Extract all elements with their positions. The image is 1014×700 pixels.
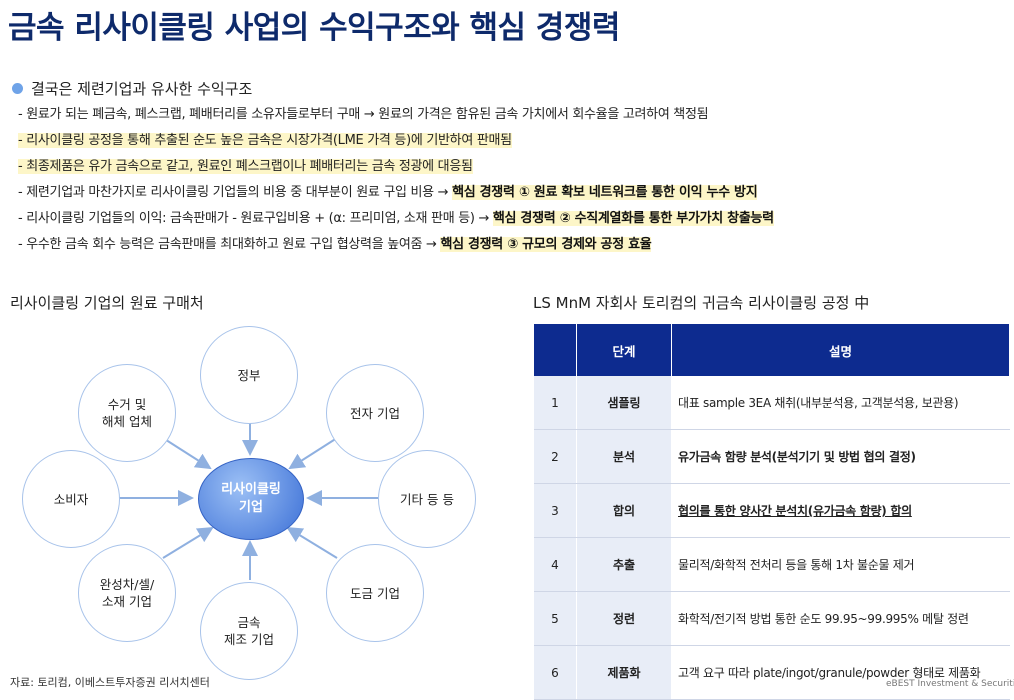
arrow-from-top-left (162, 437, 212, 470)
cell-no: 5 (534, 591, 577, 646)
cell-step: 제품화 (576, 645, 672, 700)
bullet-list: - 원료가 되는 폐금속, 폐스크랩, 폐배터리를 소유자들로부터 구매 → 원… (18, 104, 774, 260)
cell-no: 1 (534, 376, 577, 430)
diagram-title: 리사이클링 기업의 원료 구매처 (10, 294, 204, 312)
bullet-dot-icon (12, 83, 23, 94)
cell-desc: 화학적/전기적 방법 통한 순도 99.95~99.995% 메탈 정련 (671, 591, 1010, 646)
cell-step: 추출 (576, 537, 672, 592)
arrow-from-top-right (288, 437, 338, 470)
bullet-key-point: 핵심 경쟁력 ① 원료 확보 네트워크를 통한 이익 누수 방지 (452, 185, 758, 200)
arrow-from-bottom-right (286, 526, 338, 559)
header-no (534, 324, 577, 376)
node-automakers: 완성차/셀/ 소재 기업 (78, 544, 176, 642)
brand-footer: eBEST Investment & Securities (886, 679, 1014, 689)
cell-step: 정련 (576, 591, 672, 646)
node-collectors: 수거 및 해체 업체 (78, 364, 176, 462)
node-electronics: 전자 기업 (326, 364, 424, 462)
bullet-item: - 리사이클링 공정을 통해 추출된 순도 높은 금속은 시장가격(LME 가격… (18, 130, 774, 156)
bullet-text: - 최종제품은 유가 금속으로 같고, 원료인 폐스크랩이나 폐배터리는 금속 … (18, 159, 473, 174)
cell-no: 6 (534, 645, 577, 700)
node-plating: 도금 기업 (326, 544, 424, 642)
table-row: 4 추출 물리적/화학적 전처리 등을 통해 1차 불순물 제거 (534, 537, 1010, 592)
table-title: LS MnM 자회사 토리컴의 귀금속 리사이클링 공정 中 (533, 294, 870, 312)
bullet-item: - 리사이클링 기업들의 이익: 금속판매가 - 원료구입비용 + (α: 프리… (18, 208, 774, 234)
bullet-text: - 우수한 금속 회수 능력은 금속판매를 최대화하고 원료 구입 협상력을 높… (18, 237, 441, 252)
header-desc: 설명 (671, 324, 1010, 376)
section-heading-text: 결국은 제련기업과 유사한 수익구조 (31, 80, 253, 98)
bullet-item: - 최종제품은 유가 금속으로 같고, 원료인 폐스크랩이나 폐배터리는 금속 … (18, 156, 774, 182)
process-table: 단계 설명 1 샘플링 대표 sample 3EA 채취(내부분석용, 고객분석… (534, 324, 1010, 700)
bullet-key-point: 핵심 경쟁력 ② 수직계열화를 통한 부가가치 창출능력 (492, 211, 774, 226)
cell-desc: 물리적/화학적 전처리 등을 통해 1차 불순물 제거 (671, 537, 1010, 592)
table-row: 6 제품화 고객 요구 따라 plate/ingot/granule/powde… (534, 645, 1010, 700)
bullet-key-point: 핵심 경쟁력 ③ 규모의 경제와 공정 효율 (440, 237, 652, 252)
cell-desc: 협의를 통한 양사간 분석치(유가금속 함량) 합의 (671, 483, 1010, 538)
cell-no: 3 (534, 483, 577, 538)
table-row: 5 정련 화학적/전기적 방법 통한 순도 99.95~99.995% 메탈 정… (534, 591, 1010, 646)
cell-desc: 고객 요구 따라 plate/ingot/granule/powder 형태로 … (671, 645, 1010, 700)
bullet-text: - 원료가 되는 폐금속, 폐스크랩, 폐배터리를 소유자들로부터 구매 → 원… (18, 107, 709, 122)
cell-step: 샘플링 (576, 376, 672, 430)
supplier-diagram: 정부 수거 및 해체 업체 전자 기업 소비자 기타 등 등 완성차/셀/ 소재… (0, 318, 520, 680)
table-row: 1 샘플링 대표 sample 3EA 채취(내부분석용, 고객분석용, 보관용… (534, 376, 1010, 430)
section-heading: 결국은 제련기업과 유사한 수익구조 (12, 78, 252, 99)
cell-no: 4 (534, 537, 577, 592)
cell-step: 합의 (576, 483, 672, 538)
node-recycling-company: 리사이클링 기업 (198, 458, 304, 540)
bullet-item: - 제련기업과 마찬가지로 리사이클링 기업들의 비용 중 대부분이 원료 구입… (18, 182, 774, 208)
cell-step: 분석 (576, 429, 672, 484)
cell-no: 2 (534, 429, 577, 484)
page-title: 금속 리사이클링 사업의 수익구조와 핵심 경쟁력 (8, 10, 620, 46)
bullet-text: - 리사이클링 기업들의 이익: 금속판매가 - 원료구입비용 + (α: 프리… (18, 211, 493, 226)
cell-desc: 대표 sample 3EA 채취(내부분석용, 고객분석용, 보관용) (671, 376, 1010, 430)
bullet-item: - 우수한 금속 회수 능력은 금속판매를 최대화하고 원료 구입 협상력을 높… (18, 234, 774, 260)
arrow-from-bottom-left (162, 526, 214, 559)
source-note: 자료: 토리컴, 이베스트투자증권 리서치센터 (10, 676, 210, 689)
bullet-item: - 원료가 되는 폐금속, 폐스크랩, 폐배터리를 소유자들로부터 구매 → 원… (18, 104, 774, 130)
cell-desc-text: 협의를 통한 양사간 분석치(유가금속 함량) 합의 (678, 504, 912, 518)
bullet-text: - 제련기업과 마찬가지로 리사이클링 기업들의 비용 중 대부분이 원료 구입… (18, 185, 453, 200)
header-step: 단계 (576, 324, 672, 376)
table-header-row: 단계 설명 (534, 324, 1010, 376)
node-metal-manufacturers: 금속 제조 기업 (200, 582, 298, 680)
bullet-text: - 리사이클링 공정을 통해 추출된 순도 높은 금속은 시장가격(LME 가격… (18, 133, 512, 148)
node-others: 기타 등 등 (378, 450, 476, 548)
table-row: 3 합의 협의를 통한 양사간 분석치(유가금속 함량) 합의 (534, 483, 1010, 538)
node-consumers: 소비자 (22, 450, 120, 548)
table-row: 2 분석 유가금속 함량 분석(분석기기 및 방법 협의 결정) (534, 429, 1010, 484)
cell-desc: 유가금속 함량 분석(분석기기 및 방법 협의 결정) (671, 429, 1010, 484)
node-government: 정부 (200, 326, 298, 424)
diagram-arrows (118, 420, 378, 580)
